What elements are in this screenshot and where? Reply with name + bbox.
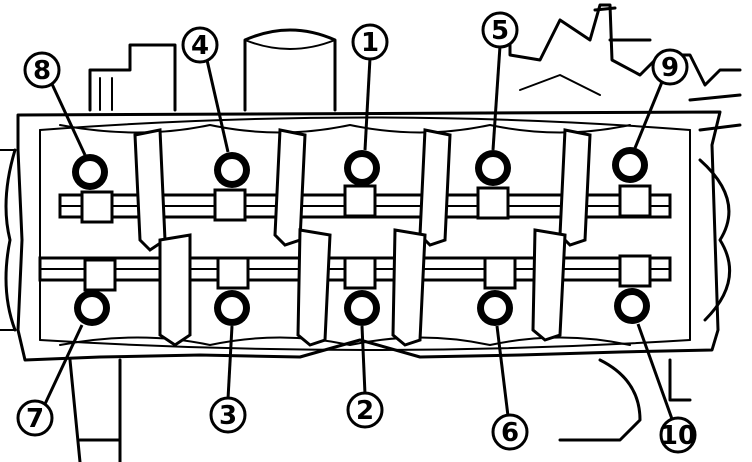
callout-1: 1 — [351, 23, 389, 151]
bolt-head — [72, 154, 108, 190]
bolt-head — [214, 152, 250, 188]
callout-circle — [16, 399, 54, 437]
callout-4: 4 — [181, 26, 230, 153]
callout-leader-line — [363, 57, 372, 151]
callout-9: 9 — [633, 48, 689, 149]
callout-5: 5 — [481, 11, 519, 151]
callout-leader-line — [495, 325, 510, 417]
callout-leader-line — [205, 59, 230, 153]
bolt-head — [477, 290, 513, 326]
bolt-head — [614, 288, 650, 324]
callout-circle — [346, 391, 384, 429]
callout-circle — [659, 416, 697, 454]
callout-number: 9 — [661, 53, 679, 83]
callout-8: 8 — [23, 51, 87, 156]
callout-circle — [491, 413, 529, 451]
background-components — [0, 3, 742, 462]
callout-number: 6 — [501, 418, 519, 448]
callout-circle — [651, 48, 689, 86]
callout-number: 5 — [491, 16, 509, 46]
callout-number: 8 — [33, 56, 51, 86]
callout-10: 10 — [636, 323, 697, 454]
callout-leader-line — [43, 324, 84, 405]
bolt-head — [74, 290, 110, 326]
callout-6: 6 — [491, 325, 529, 451]
cylinder-head-outline — [16, 110, 722, 362]
callout-7: 7 — [16, 324, 84, 437]
callout-leader-line — [360, 325, 367, 395]
callout-leader-line — [636, 323, 674, 420]
bolt-head — [214, 290, 250, 326]
callout-leader-line — [491, 45, 502, 151]
callout-number: 3 — [219, 401, 237, 431]
bolt-heads — [72, 147, 650, 326]
callout-circle — [481, 11, 519, 49]
callout-circle — [209, 396, 247, 434]
bolt-callouts: 1 2 3 4 5 6 7 8 9 10 — [16, 11, 697, 454]
callout-leader-line — [633, 81, 664, 149]
callout-leader-line — [226, 325, 234, 400]
callout-number: 7 — [26, 404, 44, 434]
callout-number: 1 — [361, 28, 379, 58]
bolt-head — [475, 150, 511, 186]
callout-3: 3 — [209, 325, 247, 434]
shaft-pedestals — [80, 184, 652, 292]
callout-circle — [23, 51, 61, 89]
callout-circle — [181, 26, 219, 64]
callout-2: 2 — [346, 325, 384, 429]
bolt-head — [344, 150, 380, 186]
callout-number: 4 — [191, 31, 209, 61]
rocker-arms — [133, 128, 592, 347]
callout-number: 2 — [356, 396, 374, 426]
callout-circle — [351, 23, 389, 61]
callout-number: 10 — [660, 421, 696, 451]
callout-leader-line — [50, 83, 87, 156]
bolt-head — [612, 147, 648, 183]
bolt-head — [344, 290, 380, 326]
